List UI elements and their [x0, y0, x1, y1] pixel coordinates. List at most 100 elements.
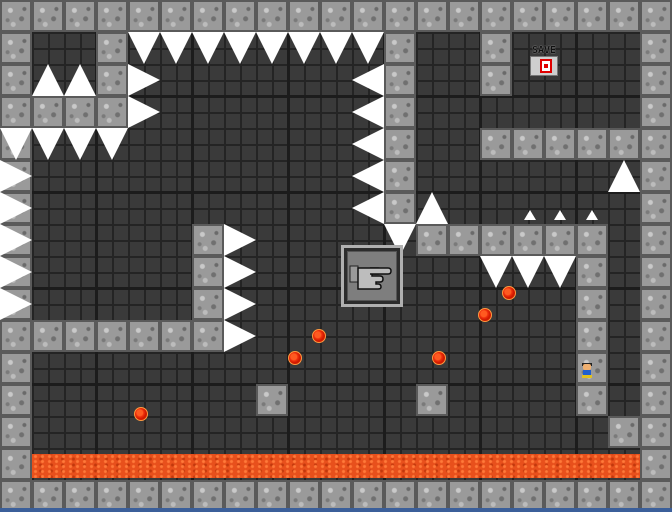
stone-block — [640, 0, 672, 32]
stone-block — [544, 480, 576, 512]
spike-down — [544, 256, 576, 288]
stone-block — [0, 32, 32, 64]
spike-left — [352, 96, 384, 128]
grid-line — [0, 191, 672, 194]
stone-block — [0, 64, 32, 96]
delicious-fruit — [502, 286, 516, 300]
pointing-hand-sign — [341, 245, 403, 307]
stone-block — [384, 32, 416, 64]
stone-block — [0, 320, 32, 352]
stone-block — [0, 352, 32, 384]
spike-left — [352, 128, 384, 160]
delicious-fruit — [288, 351, 302, 365]
stone-block — [480, 224, 512, 256]
spike-up — [64, 64, 96, 96]
stone-block — [384, 96, 416, 128]
save-box — [530, 56, 558, 76]
stone-block — [416, 224, 448, 256]
stone-block — [128, 0, 160, 32]
grid-line — [0, 287, 672, 290]
spike-left — [352, 64, 384, 96]
stone-block — [480, 64, 512, 96]
spike-up — [32, 64, 64, 96]
stone-block — [640, 352, 672, 384]
stone-block — [640, 416, 672, 448]
stone-block — [192, 224, 224, 256]
stone-block — [640, 384, 672, 416]
stone-block — [128, 480, 160, 512]
spike-right — [0, 224, 32, 256]
stone-block — [576, 320, 608, 352]
stone-block — [576, 288, 608, 320]
stone-block — [256, 384, 288, 416]
spike-right — [0, 256, 32, 288]
stone-block — [192, 480, 224, 512]
grid-line — [287, 0, 290, 512]
stone-block — [416, 384, 448, 416]
stone-block — [224, 0, 256, 32]
stone-block — [160, 320, 192, 352]
stone-block — [64, 320, 96, 352]
stone-block — [0, 96, 32, 128]
spike-down — [64, 128, 96, 160]
spike-down — [128, 32, 160, 64]
stone-block — [96, 32, 128, 64]
spike-up — [416, 192, 448, 224]
spike-down — [480, 256, 512, 288]
save-label: SAVE — [531, 45, 557, 56]
stone-block — [384, 160, 416, 192]
stone-block — [576, 384, 608, 416]
spike-right — [0, 288, 32, 320]
delicious-fruit — [134, 407, 148, 421]
stone-block — [384, 64, 416, 96]
stone-block — [640, 128, 672, 160]
stone-block — [448, 224, 480, 256]
stone-block — [0, 384, 32, 416]
stone-block — [320, 0, 352, 32]
save-target-icon — [540, 59, 552, 73]
stone-block — [608, 0, 640, 32]
stone-block — [320, 480, 352, 512]
mini-spike — [586, 210, 598, 220]
stone-block — [576, 128, 608, 160]
stone-block — [480, 0, 512, 32]
delicious-fruit — [432, 351, 446, 365]
stone-block — [64, 480, 96, 512]
stone-block — [288, 0, 320, 32]
stone-block — [96, 320, 128, 352]
stone-block — [32, 96, 64, 128]
stone-block — [608, 416, 640, 448]
stone-block — [512, 128, 544, 160]
stone-block — [96, 0, 128, 32]
stone-block — [416, 0, 448, 32]
stone-block — [640, 320, 672, 352]
spike-down — [352, 32, 384, 64]
sign-panel — [347, 251, 397, 301]
stone-block — [192, 320, 224, 352]
delicious-fruit — [478, 308, 492, 322]
player-feet — [582, 375, 592, 378]
stone-block — [640, 32, 672, 64]
stone-block — [192, 256, 224, 288]
stone-block — [384, 128, 416, 160]
stone-block — [640, 480, 672, 512]
player-head — [583, 364, 591, 370]
lava-pool — [32, 454, 640, 478]
stone-block — [480, 32, 512, 64]
stone-block — [640, 96, 672, 128]
spike-down — [224, 32, 256, 64]
spike-right — [224, 224, 256, 256]
stone-block — [256, 0, 288, 32]
spike-right — [0, 192, 32, 224]
save-point[interactable]: SAVE — [528, 45, 560, 78]
stone-block — [544, 0, 576, 32]
player-kid — [581, 363, 593, 378]
stone-block — [160, 480, 192, 512]
stone-block — [416, 480, 448, 512]
spike-right — [224, 288, 256, 320]
spike-down — [512, 256, 544, 288]
stone-block — [0, 448, 32, 480]
stone-block — [576, 0, 608, 32]
grid-line — [0, 95, 672, 98]
